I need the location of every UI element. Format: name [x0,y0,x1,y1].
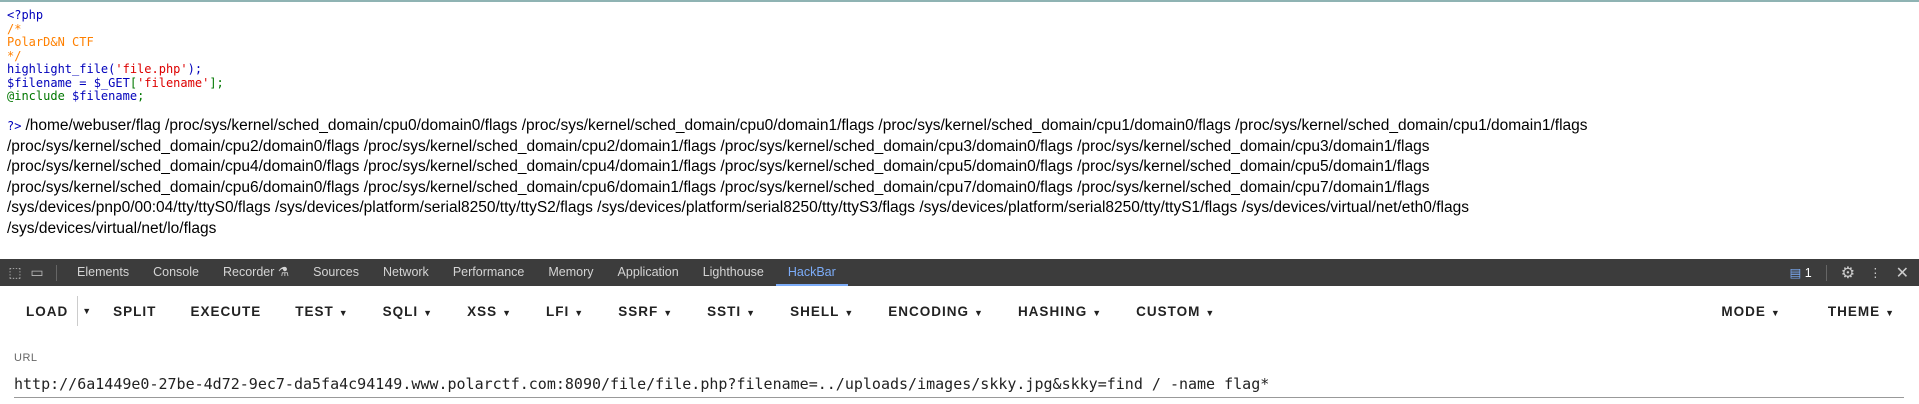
tab-memory[interactable]: Memory [548,265,594,279]
code-line: /* [7,21,22,36]
lfi-menu[interactable]: LFI ▼ [529,304,601,319]
menu-label: THEME [1827,303,1881,319]
hackbar-toolbar: LOAD ▼ SPLIT EXECUTE TEST ▼ SQLI ▼ XSS ▼ LF… [0,296,1919,326]
menu-label: XSS [467,303,498,319]
url-input[interactable] [14,375,1904,398]
chevron-down-icon: ▼ [1885,307,1895,318]
code-token: ]; [209,75,224,90]
execute-button[interactable]: EXECUTE [190,303,262,319]
test-menu[interactable]: TEST ▼ [278,304,365,319]
menu-label: LFI [546,303,570,319]
menu-label: SSRF [618,303,659,319]
tab-sources[interactable]: Sources [313,265,359,279]
shell-menu[interactable]: SHELL ▼ [773,304,871,319]
more-icon[interactable]: ⋮ [1869,266,1882,280]
menu-label: SHELL [790,303,840,319]
theme-menu[interactable]: THEME ▼ [1811,304,1919,319]
encoding-menu[interactable]: ENCODING ▼ [871,304,1001,319]
menu-label: SSTI [707,303,742,319]
code-token: highlight_file( [7,62,116,76]
output-text: /home/webuser/flag /proc/sys/kernel/sche… [25,117,1588,134]
chevron-down-icon: ▼ [746,307,757,318]
code-token: @include [7,89,73,103]
divider [1825,264,1827,281]
issues-button[interactable]: ▤ 1 [1790,265,1812,280]
output-line: /proc/sys/kernel/sched_domain/cpu6/domai… [7,178,1430,196]
hashing-menu[interactable]: HASHING ▼ [1001,304,1119,319]
code-token: ; [137,89,145,103]
chevron-down-icon: ▼ [1092,307,1103,318]
output-line: ?>/home/webuser/flag /proc/sys/kernel/sc… [7,116,1907,137]
tab-console[interactable]: Console [153,265,199,279]
devtools-actions: ▤ 1 ⚙ ⋮ ✕ [1790,259,1909,286]
gear-icon[interactable]: ⚙ [1840,264,1856,282]
chevron-down-icon: ▼ [502,307,513,318]
issues-icon: ▤ [1789,266,1802,280]
output-line: /proc/sys/kernel/sched_domain/cpu2/domai… [7,137,1430,155]
divider [77,296,79,326]
output-line: /sys/devices/pnp0/00:04/tty/ttyS0/flags … [7,199,1469,217]
devtools-tabbar: ⬚ ▭ Elements Console Recorder ⚗ Sources … [0,259,1919,286]
code-token: $filename [72,89,138,103]
command-output: ?>/home/webuser/flag /proc/sys/kernel/sc… [7,116,1907,240]
tab-application[interactable]: Application [617,265,679,279]
flask-icon: ⚗ [277,265,290,279]
inspect-icon[interactable]: ⬚ [8,264,22,280]
chevron-down-icon: ▼ [338,307,349,318]
menu-label: HASHING [1017,303,1088,319]
chevron-down-icon: ▼ [844,307,855,318]
url-label: URL [14,352,38,364]
menu-label: SQLI [382,303,419,319]
code-token: 'file.php' [115,62,188,76]
device-toolbar-icon[interactable]: ▭ [30,264,44,280]
chevron-down-icon: ▼ [1205,307,1216,318]
chevron-down-icon: ▼ [1770,307,1781,318]
split-button[interactable]: SPLIT [113,303,157,319]
tab-hackbar[interactable]: HackBar [775,259,848,286]
sqli-menu[interactable]: SQLI ▼ [366,304,450,319]
code-token: $filename = $_GET [7,75,130,90]
top-border [0,0,1919,2]
ssrf-menu[interactable]: SSRF ▼ [601,304,690,319]
divider [56,264,57,281]
chevron-down-icon: ▼ [423,307,434,318]
load-dropdown-icon[interactable]: ▼ [82,306,93,316]
code-token: ); [187,62,203,76]
code-line: <?php [7,8,44,22]
tab-label: Recorder [222,265,275,279]
output-line: /proc/sys/kernel/sched_domain/cpu4/domai… [7,158,1430,176]
php-end-tag: ?> [7,119,22,133]
code-line: */ [7,48,22,63]
menu-label: MODE [1721,303,1766,319]
tab-performance[interactable]: Performance [452,265,525,279]
load-button[interactable]: LOAD [26,303,69,319]
custom-menu[interactable]: CUSTOM ▼ [1119,304,1232,319]
tab-network[interactable]: Network [382,265,429,279]
tab-lighthouse[interactable]: Lighthouse [702,265,764,279]
issues-count: 1 [1804,266,1812,280]
code-token: 'filename' [137,75,210,90]
menu-label: ENCODING [888,303,970,319]
code-token: [ [129,75,138,90]
mode-menu[interactable]: MODE ▼ [1704,304,1810,319]
ssti-menu[interactable]: SSTI ▼ [690,304,773,319]
php-source: <?php /* PolarD&N CTF */ highlight_file(… [7,8,224,104]
tab-recorder[interactable]: Recorder ⚗ [211,259,301,286]
code-line: PolarD&N CTF [7,35,94,49]
menu-label: TEST [295,303,334,319]
tab-elements[interactable]: Elements [77,265,130,279]
menu-label: CUSTOM [1136,303,1201,319]
chevron-down-icon: ▼ [663,307,674,318]
chevron-down-icon: ▼ [974,307,984,318]
xss-menu[interactable]: XSS ▼ [450,304,529,319]
output-line: /sys/devices/virtual/net/lo/flags [7,219,217,237]
chevron-down-icon: ▼ [574,307,585,318]
close-icon[interactable]: ✕ [1895,264,1909,282]
